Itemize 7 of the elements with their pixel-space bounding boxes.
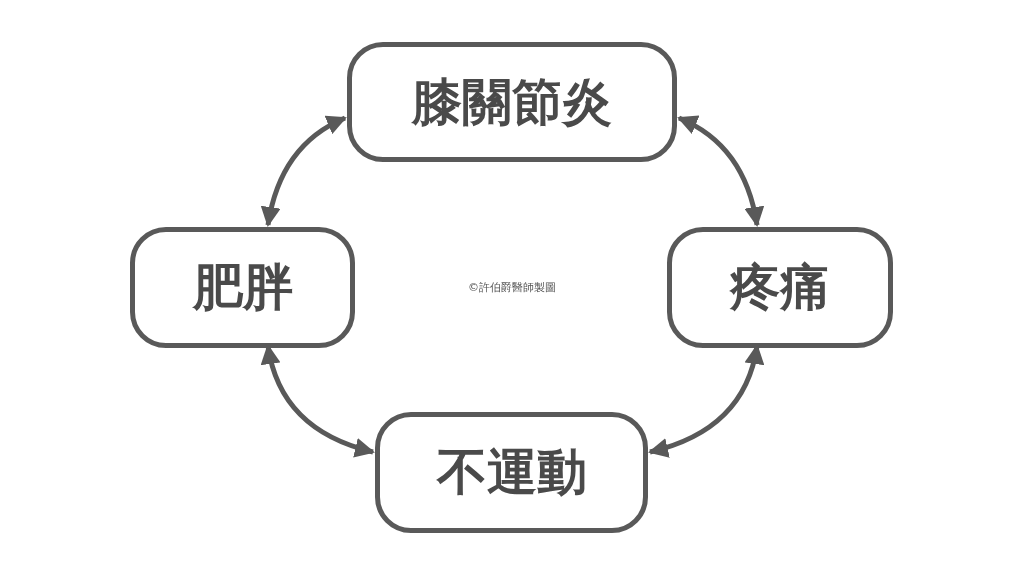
double-arrow	[677, 115, 764, 227]
double-arrow	[261, 115, 347, 227]
rounded-box: 肥胖	[130, 227, 355, 348]
rounded-box: 疼痛	[667, 227, 893, 348]
credit-text: ©許伯爵醫師製圖	[468, 280, 556, 295]
rounded-box: 膝關節炎	[347, 42, 677, 162]
rounded-box: 不運動	[375, 412, 648, 533]
